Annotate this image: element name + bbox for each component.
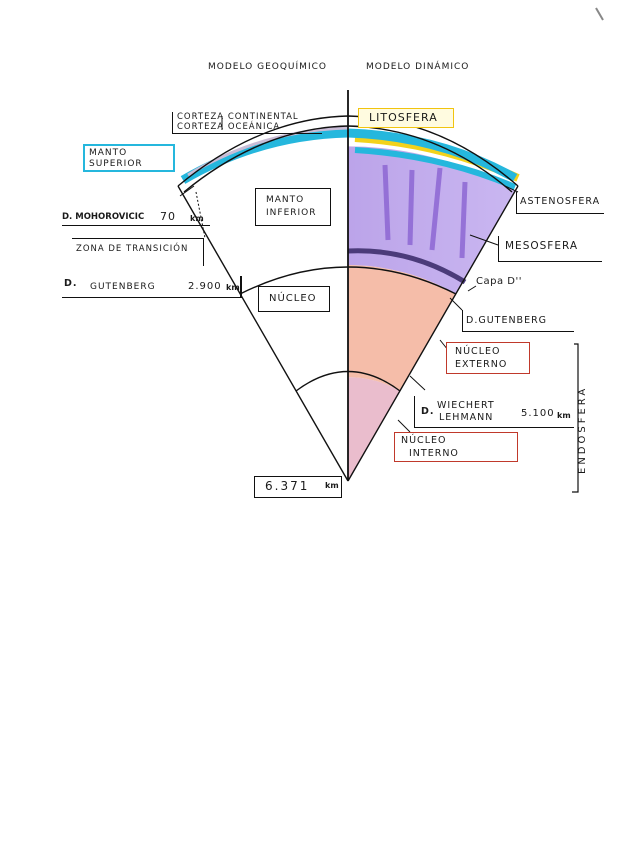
capa-d-label: Capa D'' bbox=[476, 276, 522, 287]
manto-superior-box: MANTO SUPERIOR bbox=[83, 144, 175, 172]
zona-transicion-label: ZONA DE TRANSICIÓN bbox=[76, 244, 189, 254]
nucleo-interno-label-2: INTERNO bbox=[409, 448, 459, 459]
corteza-oceanica-label: CORTEZA OCEÁNICA bbox=[177, 122, 281, 132]
corteza-band-left bbox=[180, 128, 349, 184]
nucleo-externo-label-1: NÚCLEO bbox=[455, 346, 501, 357]
manto-superior-label-1: MANTO bbox=[89, 148, 128, 158]
title-modelo-dinamico: MODELO DINÁMICO bbox=[366, 62, 470, 72]
gutenberg-left-prefix: D. bbox=[64, 278, 78, 289]
wiechert-prefix: D. bbox=[421, 406, 435, 417]
gutenberg-left-tick bbox=[240, 276, 242, 298]
nucleo-interno-fill bbox=[348, 377, 400, 481]
gutenberg-left-unit: km bbox=[226, 283, 240, 292]
wiechert-box: D. WIECHERT LEHMANN 5.100 km bbox=[414, 396, 574, 428]
mesosfera-fill bbox=[348, 146, 515, 294]
corteza-label-box: CORTEZA CONTINENTAL CORTEZA OCEÁNICA bbox=[172, 112, 322, 134]
nucleo-label: NÚCLEO bbox=[269, 293, 317, 304]
litosfera-label: LITOSFERA bbox=[369, 111, 438, 124]
gutenberg-right-box: D.GUTENBERG bbox=[462, 310, 574, 332]
radio-unit: km bbox=[325, 481, 339, 490]
zona-transicion-box: ZONA DE TRANSICIÓN bbox=[72, 238, 204, 266]
nucleo-externo-box: NÚCLEO EXTERNO bbox=[446, 342, 530, 374]
pointer-lines bbox=[179, 116, 519, 433]
mohorovicic-depth: 70 bbox=[160, 210, 176, 223]
mesosfera-box: MESOSFERA bbox=[498, 236, 602, 262]
wiechert-label-2: LEHMANN bbox=[439, 412, 494, 423]
litosfera-box: LITOSFERA bbox=[358, 108, 454, 128]
gutenberg-left-depth: 2.900 bbox=[188, 281, 222, 292]
astenosfera-label: ASTENOSFERA bbox=[520, 196, 601, 207]
capa-d-band bbox=[348, 248, 467, 285]
nucleo-interno-box: NÚCLEO INTERNO bbox=[394, 432, 518, 462]
gutenberg-right-label: D.GUTENBERG bbox=[466, 315, 548, 326]
mesosfera-streaks bbox=[382, 164, 468, 259]
gutenberg-left-name: GUTENBERG bbox=[90, 282, 156, 292]
gutenberg-left-box: D. GUTENBERG 2.900 km bbox=[62, 278, 240, 298]
manto-inferior-box: MANTO INFERIOR bbox=[255, 188, 331, 226]
mohorovicic-label: D. MOHOROVICIC bbox=[62, 212, 145, 222]
mohorovicic-box: D. MOHOROVICIC 70 km bbox=[62, 210, 210, 226]
title-modelo-geoquimico: MODELO GEOQUÍMICO bbox=[208, 62, 327, 72]
radio-box: 6.371 km bbox=[254, 476, 342, 498]
mesosfera-label: MESOSFERA bbox=[505, 240, 579, 252]
nucleo-externo-label-2: EXTERNO bbox=[455, 359, 508, 370]
manto-superior-label-2: SUPERIOR bbox=[89, 159, 143, 169]
sector-outline bbox=[177, 90, 519, 482]
mohorovicic-unit: km bbox=[190, 214, 204, 223]
wiechert-label-1: WIECHERT bbox=[437, 400, 495, 411]
endosfera-label: ENDOSFERA bbox=[577, 385, 588, 474]
astenosfera-box: ASTENOSFERA bbox=[516, 192, 604, 214]
nucleo-interno-label-1: NÚCLEO bbox=[401, 435, 447, 446]
corner-mark bbox=[595, 7, 604, 21]
nucleo-box: NÚCLEO bbox=[258, 286, 330, 312]
radio-value: 6.371 bbox=[265, 479, 310, 493]
wiechert-unit: km bbox=[557, 411, 571, 420]
wiechert-depth: 5.100 bbox=[521, 408, 555, 419]
endosfera-bracket bbox=[572, 343, 579, 493]
manto-inferior-label-2: INFERIOR bbox=[266, 208, 317, 218]
corteza-continental-label: CORTEZA CONTINENTAL bbox=[177, 112, 299, 122]
manto-inferior-label-1: MANTO bbox=[266, 195, 305, 205]
nucleo-externo-fill bbox=[348, 265, 456, 391]
